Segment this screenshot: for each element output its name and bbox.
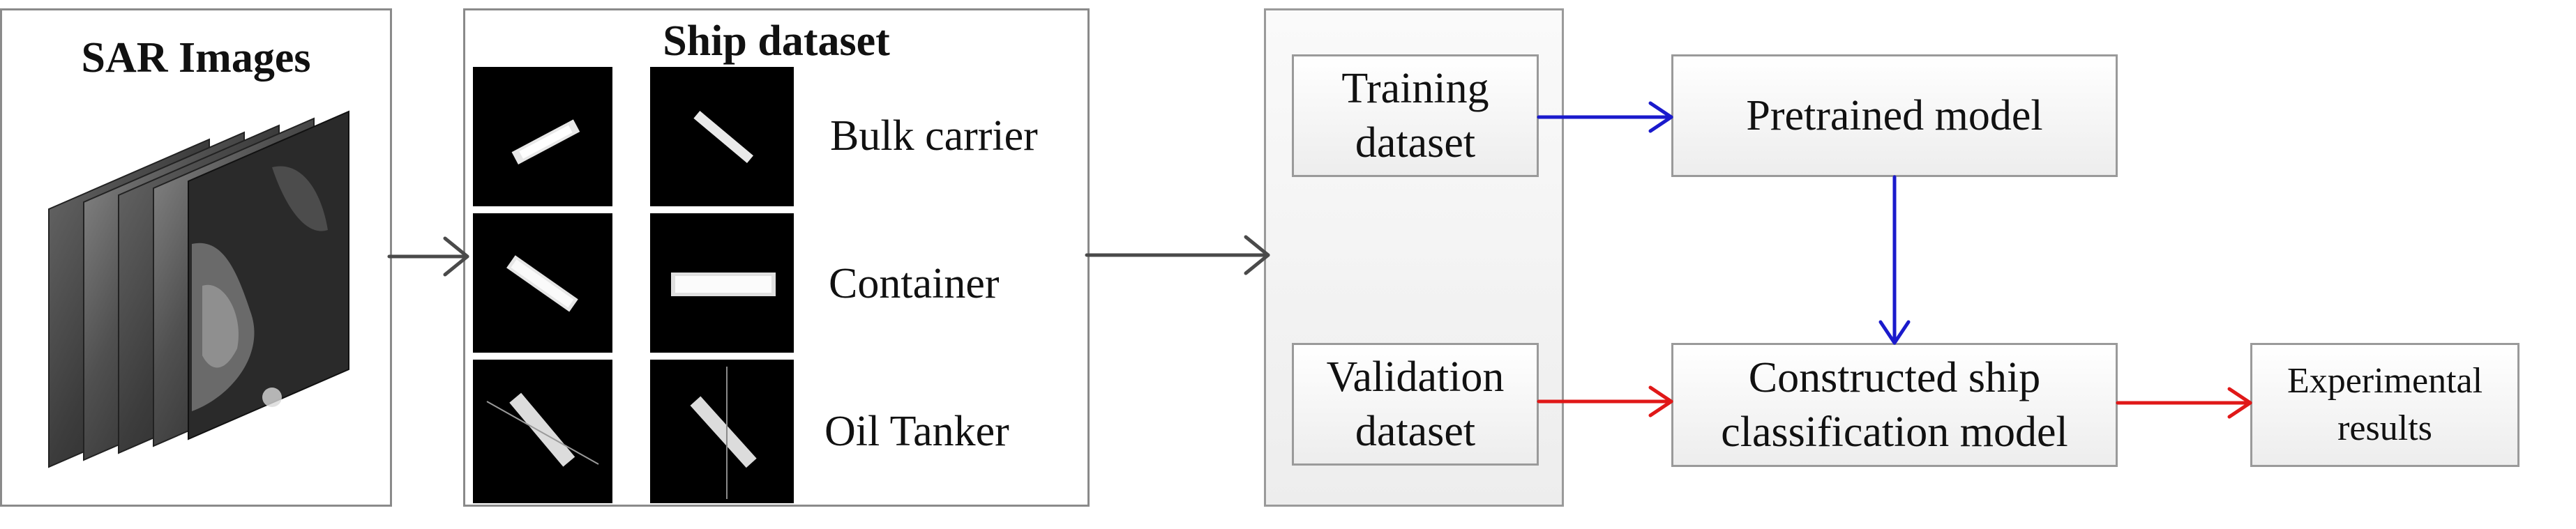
class-label-bulk-carrier: Bulk carrier [830, 112, 1038, 160]
class-label-container: Container [829, 260, 1000, 307]
validation-dataset-box: Validation dataset [1292, 343, 1539, 466]
pretrained-model-box: Pretrained model [1671, 54, 2118, 177]
experimental-results-label: Experimental results [2287, 361, 2483, 448]
container-sample-2 [650, 213, 794, 353]
training-dataset-label: Training dataset [1341, 65, 1489, 167]
ship-dataset-title: Ship dataset [663, 17, 890, 65]
blue-arrow-pretrained-to-constructed [1878, 175, 1911, 345]
experimental-results-box: Experimental results [2250, 343, 2519, 467]
pretrained-model-label: Pretrained model [1746, 92, 2043, 139]
oil-tanker-sample-1 [473, 360, 612, 503]
constructed-model-label: Constructed ship classification model [1721, 354, 2068, 456]
sar-image-stack-illustration [48, 110, 349, 468]
bulk-carrier-sample-1 [473, 67, 612, 206]
constructed-model-box: Constructed ship classification model [1671, 343, 2118, 467]
sar-images-title: SAR Images [81, 34, 311, 82]
class-label-oil-tanker: Oil Tanker [824, 408, 1009, 455]
container-sample-1 [473, 213, 612, 353]
gray-arrow-ship-to-split [1085, 235, 1270, 275]
gray-arrow-sar-to-ship [387, 236, 469, 277]
bulk-carrier-sample-2 [650, 67, 794, 206]
training-dataset-box: Training dataset [1292, 54, 1539, 177]
red-arrow-constructed-to-results [2116, 387, 2252, 419]
validation-dataset-label: Validation dataset [1326, 353, 1505, 455]
oil-tanker-sample-2 [650, 360, 794, 503]
